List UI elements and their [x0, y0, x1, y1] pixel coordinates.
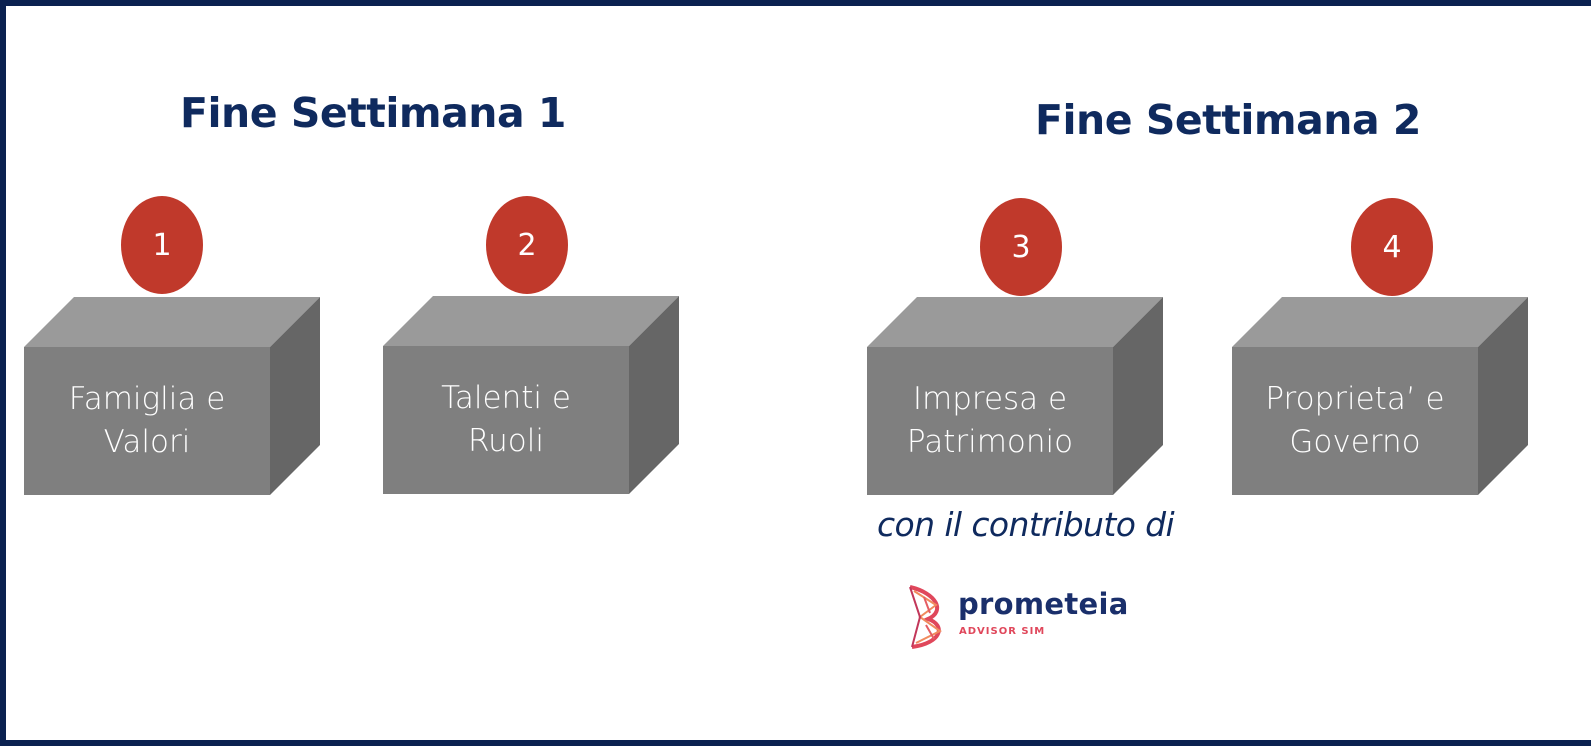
module-3-label: Impresa e Patrimonio: [906, 381, 1074, 460]
module-2-number-badge: 2: [486, 196, 568, 294]
module-1-number-badge: 1: [121, 196, 203, 294]
module-2-block: Talenti e Ruoli: [383, 296, 679, 494]
module-1-label: Famiglia e Valori: [68, 381, 226, 460]
prometeia-mark-icon: [909, 585, 942, 649]
module-4-number-badge: 4: [1351, 198, 1433, 296]
weekend-1-title: Fine Settimana 1: [180, 89, 566, 137]
module-4-block: Proprieta’ e Governo: [1232, 297, 1528, 495]
module-4-cube-shape: [1232, 297, 1528, 495]
module-3-block: Impresa e Patrimonio: [867, 297, 1163, 495]
module-3-number-badge: 3: [980, 198, 1062, 296]
contribution-caption: con il contributo di: [877, 505, 1175, 544]
module-3-cube-shape: [867, 297, 1163, 495]
prometeia-logo-name: prometeia: [958, 587, 1129, 621]
module-1-block: Famiglia e Valori: [24, 297, 320, 495]
module-4-label: Proprieta’ e Governo: [1265, 381, 1445, 460]
weekend-2-title: Fine Settimana 2: [1035, 96, 1421, 144]
prometeia-logo-subtitle: ADVISOR SIM: [959, 626, 1046, 637]
module-1-cube-shape: [24, 297, 320, 495]
prometeia-logo: prometeia ADVISOR SIM: [906, 583, 1128, 651]
module-2-cube-shape: [383, 296, 679, 494]
module-2-label: Talenti e Ruoli: [441, 380, 571, 459]
